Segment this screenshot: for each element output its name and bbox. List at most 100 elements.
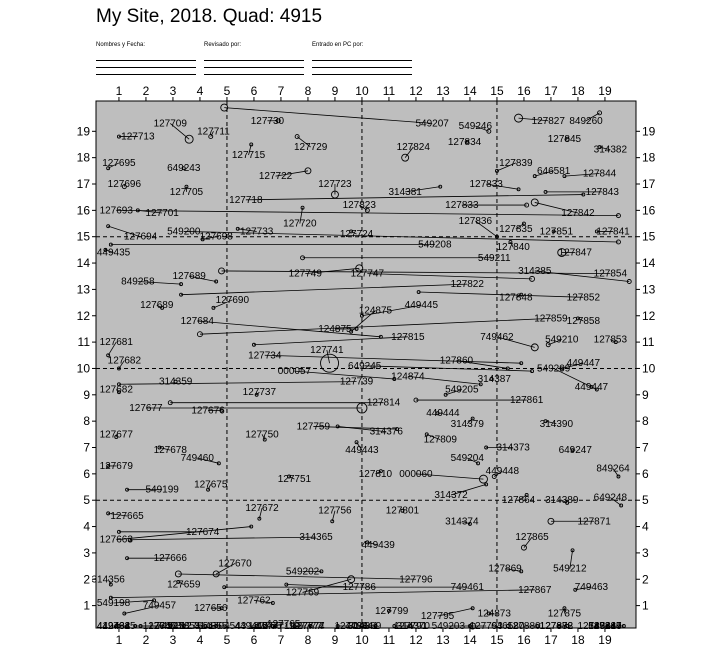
tree-point bbox=[304, 167, 312, 175]
tree-tag-label: 127751 bbox=[278, 474, 312, 485]
point-leader-line bbox=[213, 299, 233, 309]
tree-point bbox=[108, 582, 113, 587]
y-tick-label-left: 12 bbox=[77, 309, 91, 323]
tree-tag-label: 127646 bbox=[143, 621, 177, 632]
point-leader-line bbox=[183, 231, 619, 243]
tree-point bbox=[395, 427, 399, 432]
tree-point bbox=[254, 624, 259, 628]
tree-point bbox=[174, 570, 182, 578]
tree-tag-label: 127696 bbox=[108, 179, 142, 190]
tree-point bbox=[565, 500, 570, 505]
tree-tag-label: 549210 bbox=[545, 334, 579, 345]
tree-point bbox=[133, 624, 138, 628]
tree-point bbox=[524, 492, 529, 497]
tree-tag-label: 314370 bbox=[397, 621, 431, 632]
point-leader-line bbox=[253, 336, 408, 346]
tree-tag-label: 127749 bbox=[289, 269, 323, 280]
tree-point bbox=[470, 606, 475, 611]
tree-point bbox=[469, 622, 477, 630]
tree-point bbox=[179, 282, 184, 287]
tree-tag-label: 127810 bbox=[359, 469, 393, 480]
point-leader-line bbox=[367, 273, 533, 280]
tree-tag-label: 314387 bbox=[478, 374, 512, 385]
tree-point bbox=[400, 508, 405, 513]
tree-tag-label: 127777 bbox=[291, 621, 325, 632]
tree-point bbox=[616, 213, 621, 219]
tree-point bbox=[535, 624, 540, 628]
point-leader-line bbox=[118, 381, 357, 385]
tree-tag-label: 127747 bbox=[351, 269, 385, 280]
y-tick-label-right: 3 bbox=[642, 546, 649, 560]
y-tick-label-left: 19 bbox=[77, 124, 91, 138]
point-leader-line bbox=[534, 270, 630, 282]
x-tick-label-bottom: 13 bbox=[436, 633, 450, 647]
tree-point bbox=[114, 435, 119, 439]
tree-point bbox=[547, 517, 555, 525]
tree-tag-label: 127711 bbox=[197, 126, 230, 137]
tree-point bbox=[219, 606, 224, 611]
tree-tag-label: 749457 bbox=[143, 601, 177, 612]
tree-tag-label: 314359 bbox=[159, 377, 193, 388]
tree-point bbox=[570, 548, 575, 553]
point-leader-line bbox=[577, 318, 584, 322]
y-tick-label-right: 14 bbox=[642, 256, 656, 270]
point-leader-line bbox=[299, 207, 303, 224]
tree-tag-label: 127694 bbox=[124, 232, 158, 243]
tree-point bbox=[220, 103, 229, 112]
point-leader-line bbox=[224, 107, 433, 124]
point-leader-line bbox=[561, 362, 584, 369]
tree-tag-label: 000060 bbox=[399, 469, 433, 480]
tree-point bbox=[476, 461, 480, 466]
tree-tag-label: 449445 bbox=[405, 300, 439, 311]
tree-tag-label: 127720 bbox=[283, 219, 317, 230]
y-tick-label-left: 4 bbox=[83, 520, 90, 534]
tree-point bbox=[519, 292, 524, 297]
tree-tag-label: 549204 bbox=[451, 453, 485, 464]
point-leader-line bbox=[350, 231, 357, 235]
tree-point bbox=[524, 202, 530, 208]
point-leader-line bbox=[129, 536, 317, 541]
y-tick-label-left: 17 bbox=[77, 177, 91, 191]
point-leader-line bbox=[264, 354, 522, 364]
tree-tag-label: 127765 bbox=[267, 619, 301, 630]
point-leader-line bbox=[467, 457, 479, 464]
tree-point bbox=[106, 166, 111, 171]
tree-point bbox=[470, 416, 475, 421]
point-leader-line bbox=[253, 599, 273, 604]
tree-point bbox=[214, 279, 219, 284]
tree-tag-label: 127833 bbox=[469, 179, 503, 190]
point-leader-line bbox=[199, 317, 551, 335]
point-leader-line bbox=[591, 386, 598, 390]
tree-point bbox=[116, 529, 121, 534]
tree-tag-label: 549200 bbox=[167, 226, 201, 237]
tree-tag-label: 127679 bbox=[100, 461, 134, 472]
tree-tag-label: 314374 bbox=[445, 516, 479, 527]
tree-point bbox=[176, 579, 181, 584]
point-leader-line bbox=[207, 484, 212, 490]
tree-point bbox=[576, 316, 580, 321]
tree-point bbox=[424, 432, 429, 437]
tree-point bbox=[392, 377, 397, 381]
tree-tag-label: 127834 bbox=[448, 137, 482, 148]
x-tick-label-top: 3 bbox=[170, 84, 177, 98]
tree-tag-label: 646580 bbox=[491, 621, 525, 632]
point-leader-line bbox=[375, 470, 382, 475]
tree-point bbox=[168, 624, 173, 628]
tree-tag-label: 314385 bbox=[518, 266, 552, 277]
tree-point bbox=[565, 624, 570, 628]
tree-tag-label: 749461 bbox=[451, 582, 485, 593]
point-leader-line bbox=[564, 173, 600, 177]
y-tick-label-left: 8 bbox=[83, 414, 90, 428]
tree-point bbox=[543, 419, 548, 424]
point-leader-line bbox=[475, 220, 498, 238]
tree-tag-label: 704543 bbox=[213, 621, 247, 632]
tree-point bbox=[484, 445, 489, 450]
tree-point bbox=[356, 402, 368, 414]
x-tick-label-top: 5 bbox=[224, 84, 231, 98]
tree-point bbox=[273, 624, 278, 628]
tree-point bbox=[562, 606, 567, 611]
tree-tag-label: 127875 bbox=[548, 609, 582, 620]
x-tick-label-bottom: 14 bbox=[463, 633, 477, 647]
tree-point bbox=[135, 208, 140, 213]
tree-tag-label: 449444 bbox=[426, 408, 460, 419]
